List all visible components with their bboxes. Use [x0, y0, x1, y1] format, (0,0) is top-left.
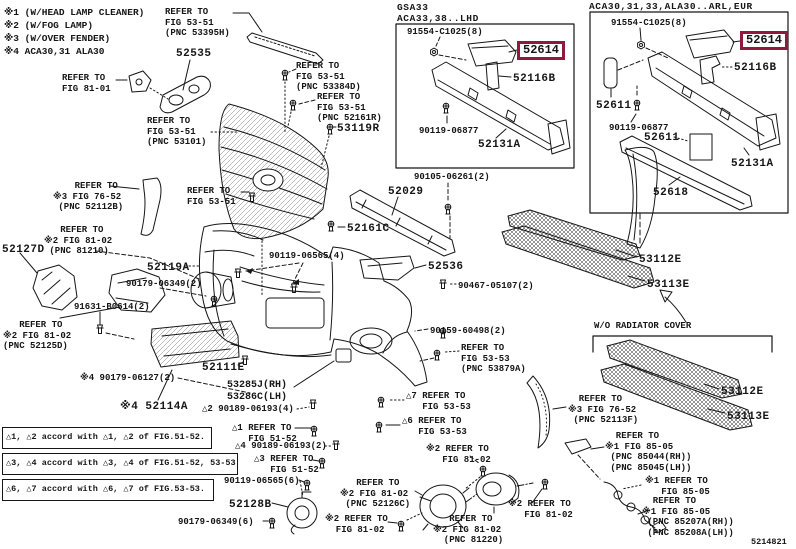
refer-fig53-51-pnc53395H: REFER TO FIG 53-51 (PNC 53395H) — [165, 7, 230, 38]
part-label-52116B-left: 52116B — [513, 73, 556, 85]
part-label-52618: 52618 — [653, 187, 689, 199]
part-label-52535: 52535 — [176, 48, 212, 60]
refer-fig53-53-pnc53879A: REFER TO FIG 53-53 (PNC 53879A) — [461, 343, 526, 374]
part-label-52114A: ※4 52114A — [120, 401, 189, 413]
part-label-90467-05107: 90467-05107(2) — [458, 281, 534, 291]
part-label-52161C: 52161C — [347, 223, 390, 235]
refer-fig53-51-pnc52161R: REFER TO FIG 53-51 (PNC 52161R) — [317, 92, 382, 123]
legend-row-1: △1, △2 accord with △1, △2 of FIG.51-52. — [2, 427, 212, 449]
top-trim-strip-art — [232, 12, 324, 65]
part-label-90179-06349-2: 90179-06349(2) — [126, 279, 202, 289]
lower-grille-upper-art — [501, 209, 655, 289]
part-label-90179-06349-6: 90179-06349(6) — [178, 517, 254, 527]
fender-extension-art — [109, 177, 162, 236]
part-label-52131A-left: 52131A — [478, 139, 521, 151]
inset-box-left — [395, 23, 575, 169]
part-label-52614-left-highlighted[interactable]: 52614 — [517, 41, 566, 60]
refer-fig81-01: REFER TO FIG 81-01 — [62, 73, 111, 94]
refer-fig51-52-tri1: △1 REFER TO FIG 51-52 — [232, 423, 297, 444]
part-label-53285J-53286C: 53285J(RH) 53286C(LH) — [227, 380, 288, 403]
part-label-53112E-upper: 53112E — [639, 254, 682, 266]
bracket-52029-art — [349, 182, 456, 257]
refer-fig81-02-pnc52125D: REFER TO ※2 FIG 81-02 (PNC 52125D) — [3, 320, 72, 351]
refer-fig76-52-pnc52113F: REFER TO ※3 FIG 76-52 (PNC 52113F) — [568, 394, 639, 425]
legend-row-3: △6, △7 accord with △6, △7 of FIG.53-53. — [2, 479, 214, 501]
refer-fig81-02-pnc52126C: REFER TO ※2 FIG 81-02 (PNC 52126C) — [340, 478, 411, 509]
inset-left-title: GSA33 ACA33,38..LHD — [397, 2, 479, 24]
bracket-52127D-art — [19, 252, 78, 311]
part-label-52111E: 52111E — [202, 362, 245, 374]
part-label-53112E-lower: 53112E — [721, 386, 764, 398]
refer-fig81-02-pnc81220: REFER TO ※2 FIG 81-02 (PNC 81220) — [433, 514, 504, 545]
washer-actuator-art — [115, 70, 169, 100]
part-label-53113E-upper: 53113E — [647, 279, 690, 291]
part-label-52116B-right: 52116B — [734, 62, 777, 74]
inset-box-right — [589, 11, 789, 246]
part-label-52127D: 52127D — [2, 244, 45, 256]
part-label-52128B: 52128B — [229, 499, 272, 511]
refer-fig81-02-b: ※2 REFER TO FIG 81-02 — [325, 514, 388, 535]
part-label-91554-C1025-right: 91554-C1025(8) — [611, 18, 687, 28]
refer-fig85-05: ※1 REFER TO FIG 85-05 — [645, 476, 710, 497]
part-label-90119-06565-4: 90119-06565(4) — [269, 251, 345, 261]
wo-radiator-cover-heading: W/O RADIATOR COVER — [594, 321, 692, 331]
fog-lamp-art — [387, 455, 549, 532]
part-label-91631-B0614: 91631-B0614(2) — [74, 302, 150, 312]
part-label-90189-06193-2: △4 90189-06193(2) — [235, 441, 327, 451]
refer-fig51-52-tri3: △3 REFER TO FIG 51-52 — [254, 454, 319, 475]
refer-fig53-51: REFER TO FIG 53-51 — [187, 186, 236, 207]
washer-nozzle-art — [564, 438, 667, 534]
variant-legend-note: ※1 (W/HEAD LAMP CLEANER) ※2 (W/FOG LAMP)… — [4, 7, 145, 57]
fender-flare-art — [526, 375, 567, 449]
part-label-90159-60498: 90159-60498(2) — [430, 326, 506, 336]
part-label-90119-06877-left: 90119-06877 — [419, 126, 479, 136]
part-label-90119-06565-6: 90119-06565(6) — [224, 476, 300, 486]
part-label-90119-06877-right: 90119-06877 — [609, 123, 669, 133]
refer-fig53-53-tri7: △7 REFER TO FIG 53-53 — [406, 391, 471, 412]
center-fasteners — [96, 220, 460, 491]
part-label-52131A-right: 52131A — [731, 158, 774, 170]
part-label-90105-06261: 90105-06261(2) — [414, 172, 490, 182]
part-label-52614-right-highlighted[interactable]: 52614 — [740, 31, 789, 50]
fog-lamp-cap-art — [95, 250, 236, 309]
part-label-90179-06127: ※4 90179-06127(2) — [80, 373, 176, 383]
part-label-53119R: 53119R — [337, 123, 380, 135]
legend-row-2: △3, △4 accord with △3, △4 of FIG.51-52, … — [2, 453, 238, 475]
grille-fasteners — [281, 68, 337, 169]
part-label-52611-a: 52611 — [596, 100, 632, 112]
radiator-grille-art — [210, 103, 329, 297]
refer-fig53-51-pnc53101: REFER TO FIG 53-51 (PNC 53101) — [147, 116, 207, 147]
refer-fig81-02-pnc81210: REFER TO ※2 FIG 81-02 (PNC 81210) — [44, 225, 113, 256]
bumper-cover-art — [184, 223, 428, 387]
bracket-52535-art — [159, 59, 211, 114]
part-label-52611-b: 52611 — [644, 132, 680, 144]
bumper-side-stay-art — [624, 146, 658, 249]
part-label-91554-C1025-left: 91554-C1025(8) — [407, 27, 483, 37]
refer-fig85-05-pnc85044: REFER TO ※1 FIG 85-05 (PNC 85044(RH)) (P… — [605, 431, 692, 473]
part-label-52536: 52536 — [428, 261, 464, 273]
bracket-52536-art — [359, 255, 427, 281]
refer-fig81-02-a: ※2 REFER TO FIG 81-02 — [426, 444, 491, 465]
refer-fig53-51-pnc53384D: REFER TO FIG 53-51 (PNC 53384D) — [296, 61, 361, 92]
inset-right-title: ACA30,31,33,ALA30..ARL,EUR — [589, 1, 753, 12]
part-label-52119A: 52119A — [147, 262, 190, 274]
refer-fig53-53-tri6: △6 REFER TO FIG 53-53 — [402, 416, 467, 437]
refer-fig85-05-pnc85207A: REFER TO ※1 FIG 85-05 (PNC 85207A(RH)) (… — [642, 496, 734, 538]
wo-radiator-cover-art — [592, 289, 773, 431]
fog-cover-bracket-art — [59, 268, 166, 319]
part-label-53113E-lower: 53113E — [727, 411, 770, 423]
figure-code: 5214821 — [751, 537, 787, 547]
horn-art — [262, 480, 318, 535]
part-label-52029: 52029 — [388, 186, 424, 198]
refer-fig76-52-pnc52112B: REFER TO ※3 FIG 76-52 (PNC 52112B) — [53, 181, 124, 212]
refer-fig81-02-c: ※2 REFER TO FIG 81-02 — [508, 499, 573, 520]
part-label-90189-06193-4: △2 90189-06193(4) — [202, 404, 294, 414]
